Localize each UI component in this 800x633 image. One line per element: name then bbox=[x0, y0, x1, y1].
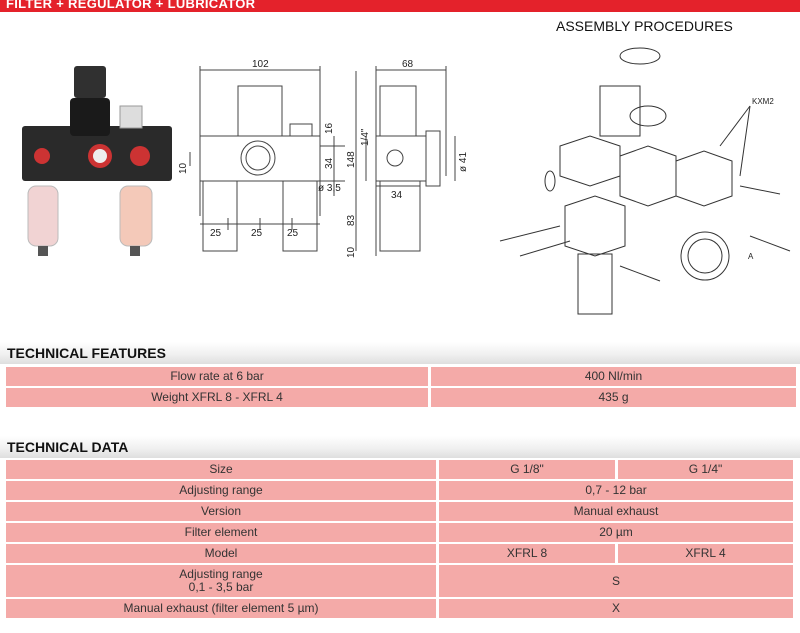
assembly-title: ASSEMBLY PROCEDURES bbox=[556, 18, 733, 34]
label-kxm2: KXM2 bbox=[752, 97, 774, 106]
label-a: A bbox=[748, 252, 754, 261]
flow-value: 400 Nl/min bbox=[431, 367, 796, 386]
top-banner: FILTER + REGULATOR + LUBRICATOR bbox=[0, 0, 800, 12]
dim-83: 83 bbox=[346, 214, 357, 226]
assembly-drawing bbox=[499, 47, 791, 315]
weight-value: 435 g bbox=[431, 388, 796, 407]
product-photo bbox=[22, 66, 172, 256]
table-row: Filter element 20 µm bbox=[6, 523, 796, 542]
adjusting-label: Adjusting range bbox=[6, 481, 436, 500]
size-b: G 1/4" bbox=[618, 460, 793, 479]
adjusting2-label: Adjusting range 0,1 - 3,5 bar bbox=[6, 565, 436, 597]
features-title: TECHNICAL FEATURES bbox=[7, 345, 166, 361]
weight-label: Weight XFRL 8 - XFRL 4 bbox=[6, 388, 428, 407]
version-value: Manual exhaust bbox=[439, 502, 793, 521]
dim-34-side: 34 bbox=[391, 190, 403, 201]
dim-35: ø 3,5 bbox=[318, 183, 341, 194]
data-title: TECHNICAL DATA bbox=[7, 439, 129, 455]
model-a: XFRL 8 bbox=[439, 544, 615, 563]
banner-title: FILTER + REGULATOR + LUBRICATOR bbox=[6, 0, 256, 11]
model-label: Model bbox=[6, 544, 436, 563]
dim-16: 16 bbox=[324, 122, 335, 134]
adjusting2-line2: 0,1 - 3,5 bar bbox=[188, 580, 254, 594]
front-drawing bbox=[189, 66, 345, 252]
dim-25c: 25 bbox=[287, 228, 299, 239]
side-drawing bbox=[355, 66, 456, 256]
filter-label: Filter element bbox=[6, 523, 436, 542]
table-row: Size G 1/8" G 1/4" bbox=[6, 460, 796, 479]
features-header: TECHNICAL FEATURES bbox=[0, 342, 800, 364]
dim-102: 102 bbox=[252, 59, 269, 70]
dim-41: ø 41 bbox=[458, 152, 469, 172]
size-label: Size bbox=[6, 460, 436, 479]
manual-label: Manual exhaust (filter element 5 µm) bbox=[6, 599, 436, 618]
dim-port: 1/4" bbox=[360, 128, 371, 146]
table-row: Manual exhaust (filter element 5 µm) X bbox=[6, 599, 796, 618]
dim-34-vert: 34 bbox=[324, 157, 335, 169]
dim-10-left: 10 bbox=[178, 162, 189, 174]
size-a: G 1/8" bbox=[439, 460, 615, 479]
table-row: Adjusting range 0,1 - 3,5 bar S bbox=[6, 565, 796, 597]
dim-25a: 25 bbox=[210, 228, 222, 239]
adjusting2-line1: Adjusting range bbox=[179, 567, 263, 581]
manual-value: X bbox=[439, 599, 793, 618]
table-row: Model XFRL 8 XFRL 4 bbox=[6, 544, 796, 563]
version-label: Version bbox=[6, 502, 436, 521]
features-table: Flow rate at 6 bar 400 Nl/min Weight XFR… bbox=[6, 367, 796, 409]
table-row: Flow rate at 6 bar 400 Nl/min bbox=[6, 367, 796, 386]
table-row: Version Manual exhaust bbox=[6, 502, 796, 521]
dim-68: 68 bbox=[402, 59, 414, 70]
table-row: Weight XFRL 8 - XFRL 4 435 g bbox=[6, 388, 796, 407]
data-header: TECHNICAL DATA bbox=[0, 436, 800, 458]
dim-10-bottom: 10 bbox=[346, 246, 357, 258]
adjusting-value: 0,7 - 12 bar bbox=[439, 481, 793, 500]
dim-25b: 25 bbox=[251, 228, 263, 239]
dim-148: 148 bbox=[346, 151, 357, 168]
flow-label: Flow rate at 6 bar bbox=[6, 367, 428, 386]
table-row: Adjusting range 0,7 - 12 bar bbox=[6, 481, 796, 500]
filter-value: 20 µm bbox=[439, 523, 793, 542]
data-table: Size G 1/8" G 1/4" Adjusting range 0,7 -… bbox=[6, 460, 796, 620]
adjusting2-value: S bbox=[439, 565, 793, 597]
product-illustrations: 102 25 25 25 10 16 34 ø 3,5 68 148 83 10… bbox=[22, 47, 791, 315]
model-b: XFRL 4 bbox=[618, 544, 793, 563]
